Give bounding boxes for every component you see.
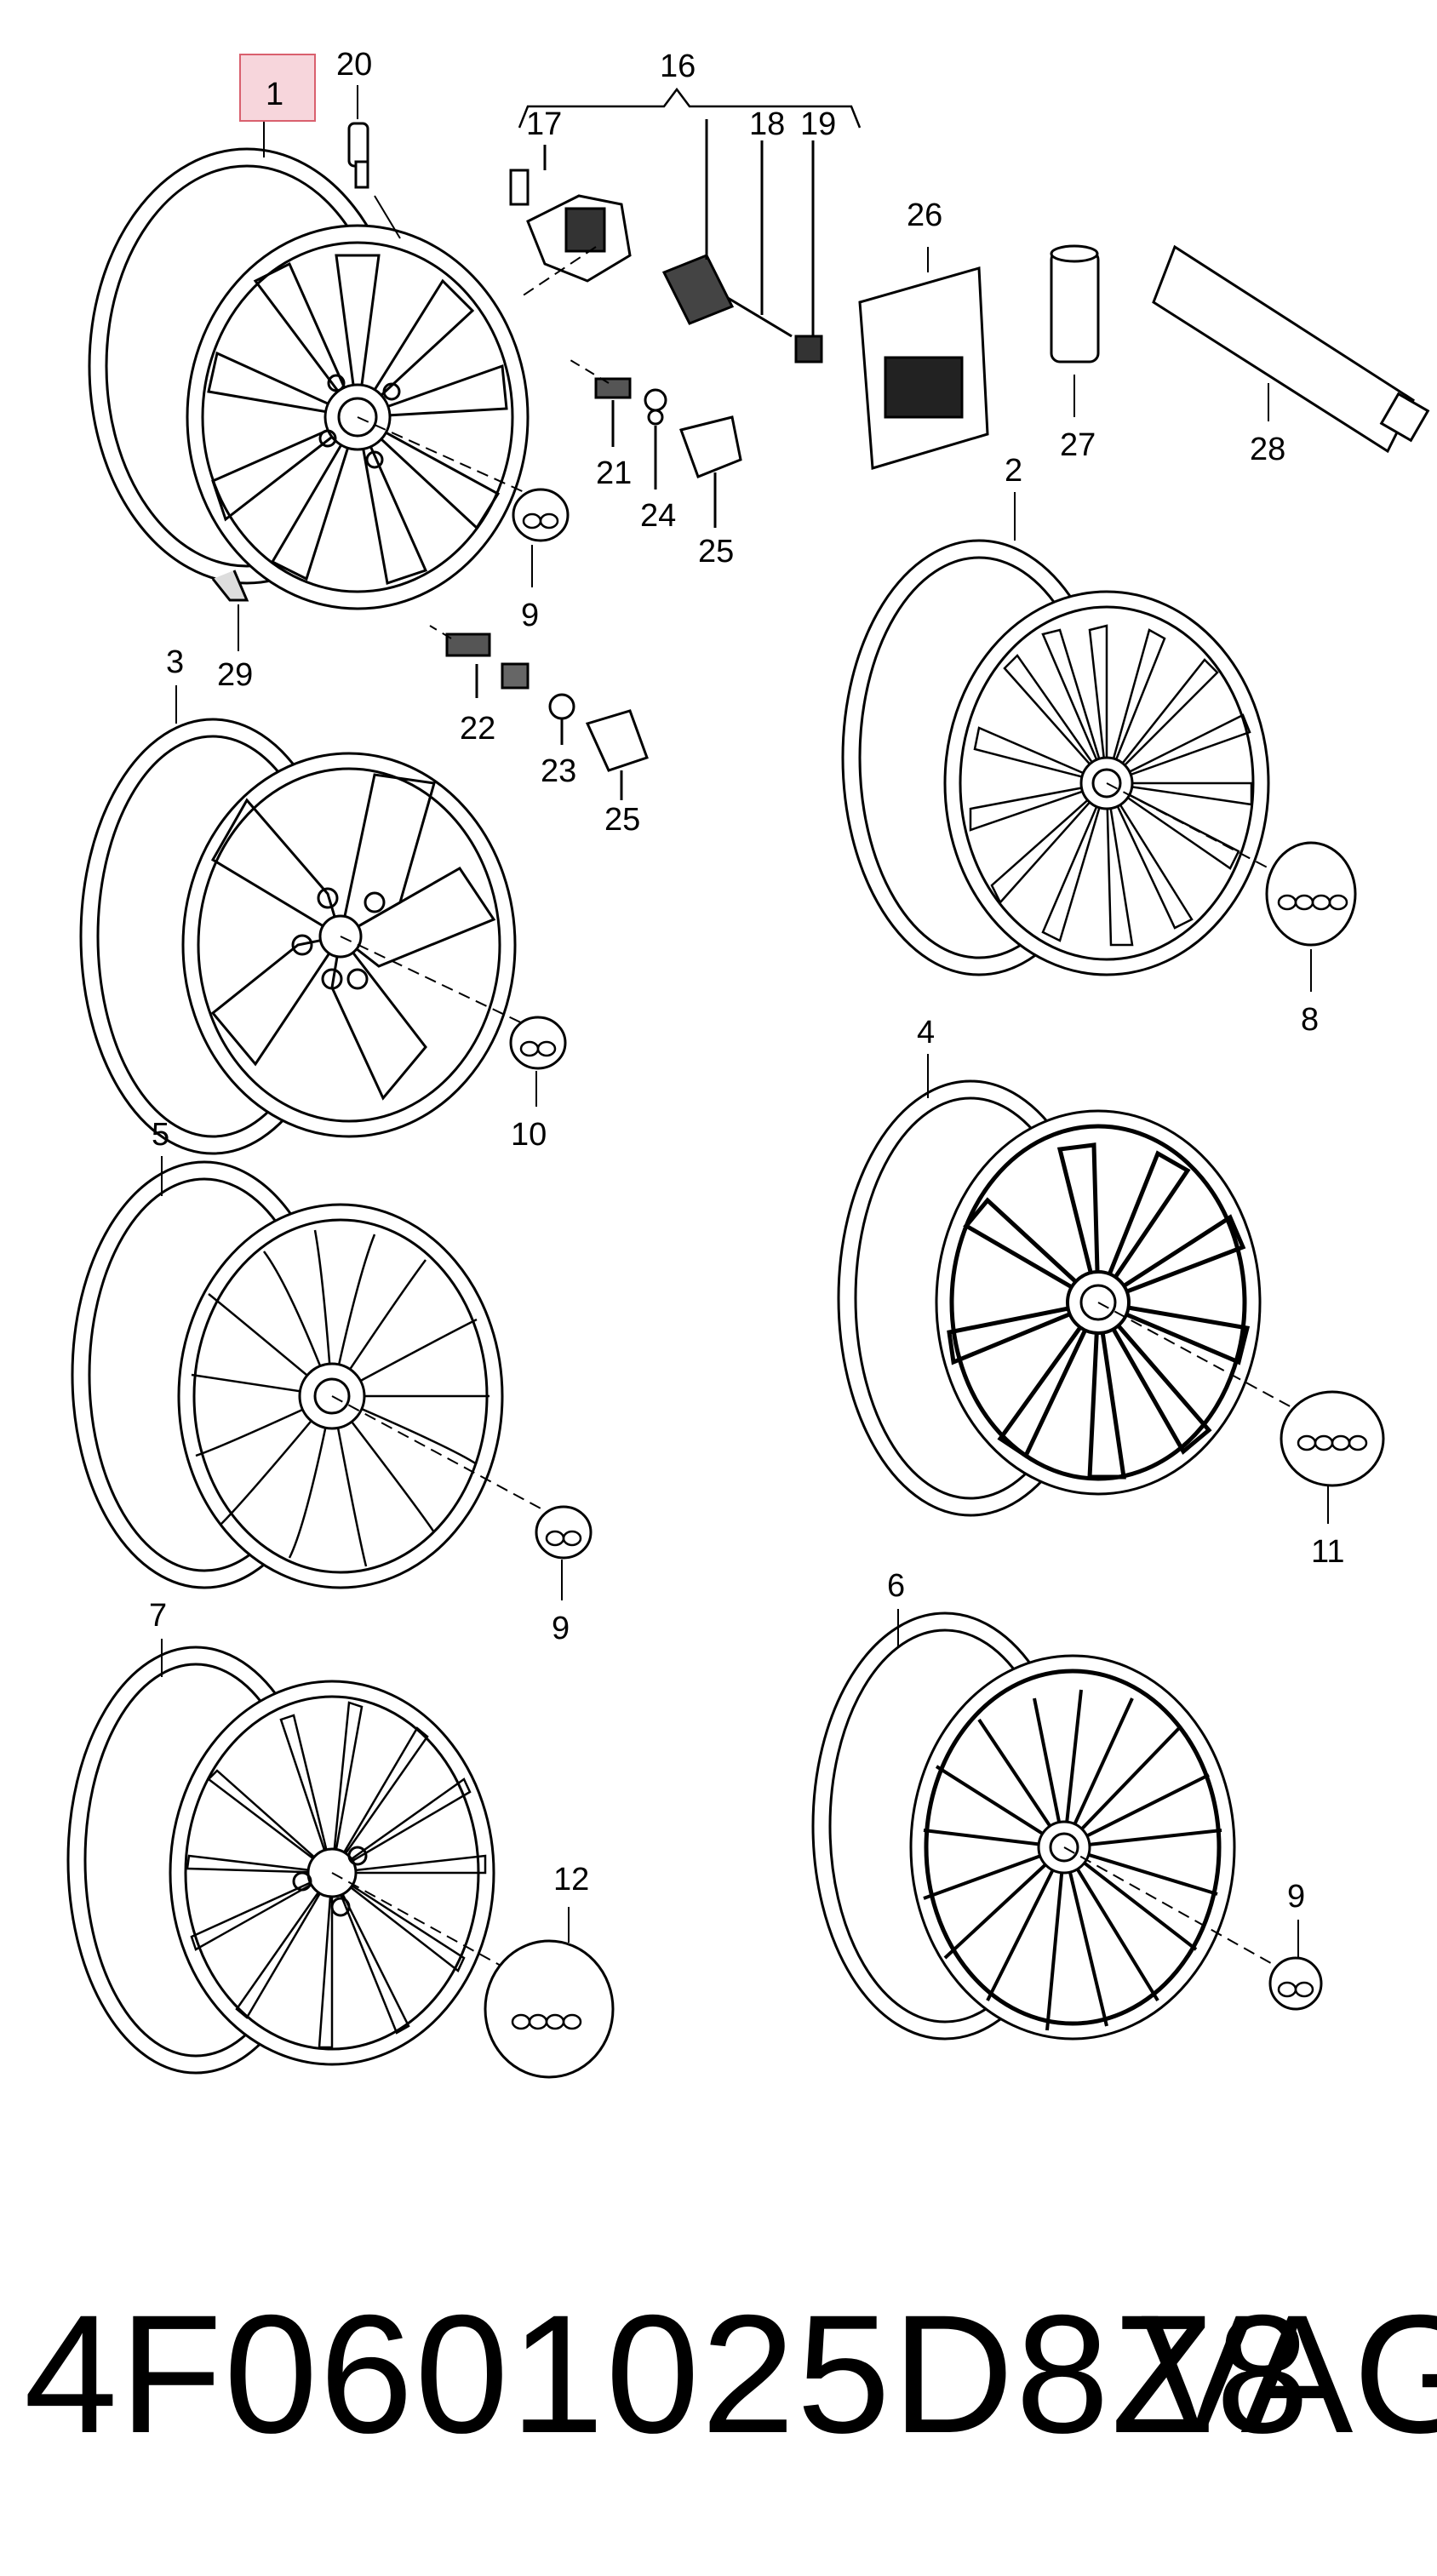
item-1-highlight[interactable] bbox=[239, 54, 316, 122]
callout-9-bottom: 9 bbox=[1287, 1879, 1305, 1915]
wheel-3 bbox=[79, 718, 529, 1155]
callout-24: 24 bbox=[640, 498, 676, 534]
callout-17: 17 bbox=[526, 106, 562, 142]
valve-stem-18-19 bbox=[518, 119, 823, 364]
callout-12: 12 bbox=[553, 1862, 589, 1898]
callout-20: 20 bbox=[336, 47, 372, 83]
tyre-pressure-sensor bbox=[509, 145, 632, 283]
wheel-2 bbox=[841, 539, 1278, 976]
tube-28 bbox=[1152, 244, 1430, 454]
callout-23: 23 bbox=[541, 753, 576, 789]
callout-6: 6 bbox=[887, 1568, 905, 1604]
callout-5: 5 bbox=[152, 1117, 169, 1153]
wheel-6 bbox=[811, 1611, 1278, 2041]
callout-22: 22 bbox=[460, 711, 495, 747]
center-cap-9-middle bbox=[535, 1505, 593, 1600]
center-cap-9-bottom bbox=[1268, 1920, 1323, 2011]
kit-26 bbox=[858, 247, 989, 470]
callout-18: 18 bbox=[749, 106, 785, 142]
callout-27: 27 bbox=[1060, 427, 1096, 463]
wheel-5 bbox=[71, 1160, 554, 1589]
callout-25a: 25 bbox=[698, 534, 734, 570]
callout-29: 29 bbox=[217, 657, 253, 693]
center-cap-11 bbox=[1280, 1390, 1385, 1524]
center-cap-12 bbox=[484, 1907, 615, 2079]
callout-28: 28 bbox=[1250, 432, 1285, 467]
bottle-27 bbox=[1050, 244, 1100, 417]
wheel-1 bbox=[88, 60, 530, 610]
center-cap-10 bbox=[509, 1016, 567, 1107]
callout-10: 10 bbox=[511, 1117, 547, 1153]
callout-3: 3 bbox=[166, 644, 184, 680]
callout-26: 26 bbox=[907, 197, 942, 233]
callout-8: 8 bbox=[1301, 1002, 1319, 1038]
callout-9-top: 9 bbox=[521, 598, 539, 633]
wheel-4 bbox=[837, 1079, 1303, 1517]
callout-9-middle: 9 bbox=[552, 1611, 570, 1646]
callout-4: 4 bbox=[917, 1015, 935, 1050]
part-number-label: 4F0601025D8Z8 bbox=[24, 2280, 1312, 2468]
wheel-7 bbox=[66, 1646, 503, 2075]
parts-21-24-25 bbox=[565, 357, 742, 528]
callout-25b: 25 bbox=[604, 802, 640, 838]
callout-1: 1 bbox=[266, 77, 283, 112]
center-cap-9-top bbox=[512, 488, 570, 587]
callout-11: 11 bbox=[1311, 1534, 1344, 1570]
parts-22-23-25 bbox=[429, 625, 649, 800]
callout-19: 19 bbox=[800, 106, 836, 142]
brand-label: VAG bbox=[1141, 2280, 1437, 2468]
callout-21: 21 bbox=[596, 455, 632, 491]
valve-20 bbox=[347, 122, 369, 189]
callout-7: 7 bbox=[149, 1598, 167, 1634]
callout-16: 16 bbox=[660, 49, 696, 84]
bracket-16 bbox=[518, 87, 862, 129]
center-cap-8 bbox=[1265, 841, 1357, 992]
callout-2: 2 bbox=[1005, 453, 1022, 489]
